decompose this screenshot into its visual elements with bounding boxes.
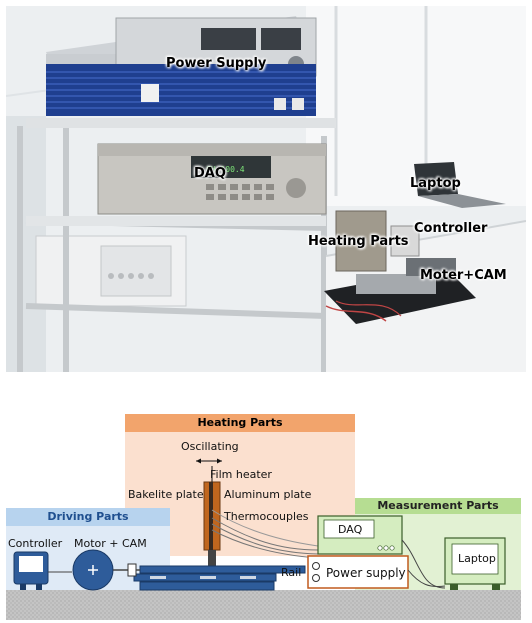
power-supply-box: [307, 555, 409, 589]
film-heater-label: Film heater: [210, 468, 272, 481]
setup-photo-drawing: CH 100.4: [6, 6, 526, 372]
aluminum-plate-label: Aluminum plate: [224, 488, 312, 501]
thermocouples-label: Thermocouples: [224, 510, 309, 523]
setup-photo: CH 100.4 Power Supply DAQ Laptop Control…: [6, 6, 526, 372]
measurement-parts-header-bg: [355, 498, 521, 514]
rail-base: [139, 581, 275, 591]
power-supply-label: Power supply: [326, 566, 406, 580]
oscillating-label: Oscillating: [181, 440, 239, 453]
daq-display-text: CH 100.4: [206, 165, 245, 174]
photo-label-power-supply: Power Supply: [166, 56, 267, 71]
rail-label: Rail: [281, 566, 302, 579]
heater-post: [208, 550, 216, 568]
photo-label-daq: DAQ: [194, 166, 226, 181]
motor-cam-label: Motor + CAM: [74, 537, 147, 550]
driving-parts-header-bg: [6, 508, 170, 526]
driving-parts-title: Driving Parts: [47, 510, 129, 523]
controller-label: Controller: [8, 537, 63, 550]
daq-label: DAQ: [338, 523, 363, 536]
photo-label-laptop: Laptop: [410, 176, 461, 191]
heating-parts-title: Heating Parts: [197, 416, 283, 429]
bakelite-plate-label: Bakelite plate: [128, 488, 204, 501]
measurement-parts-title: Measurement Parts: [377, 499, 499, 512]
photo-label-controller: Controller: [414, 221, 488, 236]
photo-label-heating-parts: Heating Parts: [308, 234, 409, 249]
laptop-label: Laptop: [458, 552, 496, 565]
heating-parts-header-bg: [125, 414, 355, 432]
cam: [127, 563, 137, 577]
aluminum-plate: [209, 482, 213, 550]
photo-label-moter-cam: Moter+CAM: [420, 268, 507, 283]
schematic-drawing: [6, 414, 521, 620]
schematic-diagram: Heating Parts Driving Parts Measurement …: [0, 400, 532, 623]
